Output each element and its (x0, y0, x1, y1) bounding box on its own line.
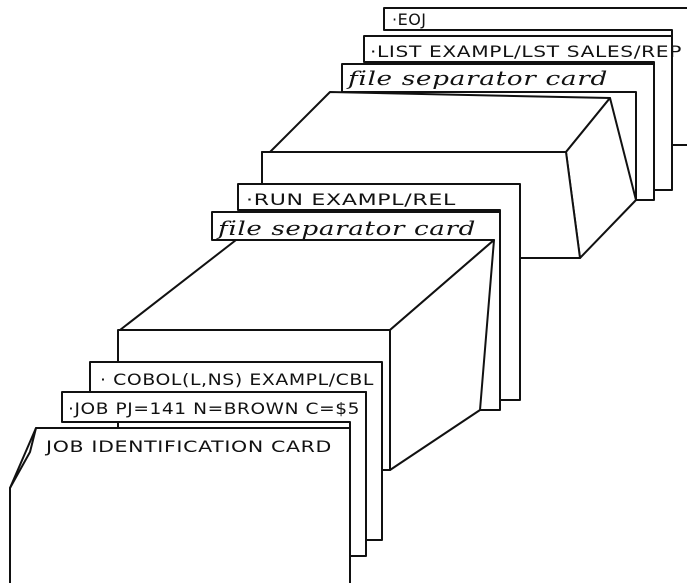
job-identification-card: JOB IDENTIFICATION CARD (9, 427, 351, 583)
cobol-card-label: · COBOL(L,NS) EXAMPL/CBL (100, 370, 374, 389)
front-card-group: · COBOL(L,NS) EXAMPL/CBL ·JOB PJ=141 N=B… (9, 361, 383, 583)
eoj-card-label: ·EOJ (392, 10, 427, 29)
file-separator-card-top: file separator card (341, 63, 655, 201)
file-separator-card-mid-label: file separator card (215, 216, 476, 240)
run-card-label: ·RUN EXAMPL/REL (246, 190, 456, 209)
list-card-label: ·LIST EXAMPL/LST SALES/REP (370, 42, 682, 61)
job-card-label: ·JOB PJ=141 N=BROWN C=$5 (68, 399, 360, 418)
file-separator-card-top-label: file separator card (345, 66, 608, 90)
job-card: ·JOB PJ=141 N=BROWN C=$5 (61, 391, 367, 557)
job-identification-card-label: JOB IDENTIFICATION CARD (45, 437, 332, 456)
